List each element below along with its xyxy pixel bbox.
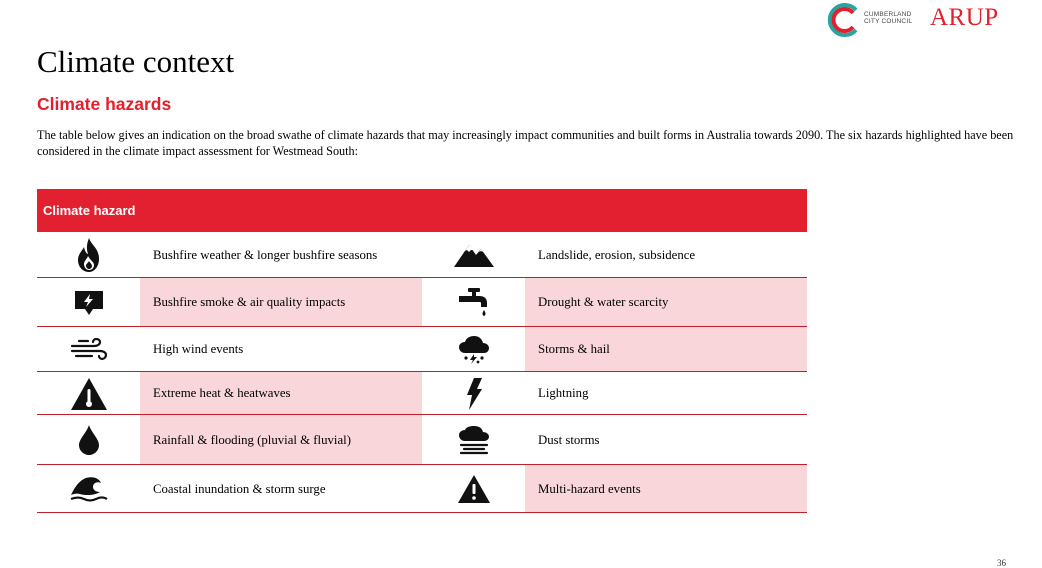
table-row: Bushfire weather & longer bushfire seaso…: [37, 232, 807, 278]
wind-icon: [37, 327, 140, 372]
page-title: Climate context: [37, 44, 235, 79]
hazard-label: Drought & water scarcity: [525, 278, 807, 327]
hazard-label: Extreme heat & heatwaves: [140, 372, 422, 415]
table-row: High wind events Storms & hail: [37, 327, 807, 372]
hazard-label: Bushfire weather & longer bushfire seaso…: [153, 247, 378, 262]
hazard-label: Bushfire smoke & air quality impacts: [140, 278, 422, 327]
hazard-label: Multi-hazard events: [525, 465, 807, 513]
hazard-label: High wind events: [153, 342, 244, 356]
climate-hazard-table: Climate hazard Bushfire weather & longer…: [37, 189, 807, 513]
table-row: Bushfire smoke & air quality impacts Dro…: [37, 278, 807, 327]
wave-icon: [37, 465, 140, 513]
hazard-label: Coastal inundation & storm surge: [153, 481, 326, 496]
table-row: Coastal inundation & storm surge Multi-h…: [37, 465, 807, 513]
hazard-label: Lightning: [538, 386, 589, 400]
page-number: 36: [997, 558, 1006, 568]
smoke-alert-icon: [37, 278, 140, 327]
lightning-icon: [422, 372, 525, 415]
table-row: Extreme heat & heatwaves Lightning: [37, 372, 807, 415]
council-name-line1: CUMBERLAND: [864, 11, 912, 18]
tap-icon: [422, 278, 525, 327]
warning-icon: [422, 465, 525, 513]
hazard-label: Landslide, erosion, subsidence: [538, 247, 696, 262]
council-name-line2: CITY COUNCIL: [864, 18, 913, 25]
mountain-icon: [422, 232, 525, 278]
storm-cloud-icon: [422, 327, 525, 372]
thermometer-warning-icon: [37, 372, 140, 415]
intro-paragraph: The table below gives an indication on t…: [37, 128, 1014, 158]
fire-icon: [37, 232, 140, 278]
arup-logo: ARUP: [930, 4, 999, 31]
table-row: Rainfall & flooding (pluvial & fluvial) …: [37, 415, 807, 465]
table-header: Climate hazard: [37, 189, 807, 232]
hazard-label: Dust storms: [538, 432, 600, 447]
hazard-label: Storms & hail: [525, 327, 807, 372]
council-logo-icon: [827, 3, 858, 37]
dust-cloud-icon: [422, 415, 525, 465]
water-drop-icon: [37, 415, 140, 465]
section-subtitle: Climate hazards: [37, 94, 172, 114]
hazard-label: Rainfall & flooding (pluvial & fluvial): [140, 415, 422, 465]
council-name: CUMBERLAND CITY COUNCIL: [864, 11, 912, 25]
